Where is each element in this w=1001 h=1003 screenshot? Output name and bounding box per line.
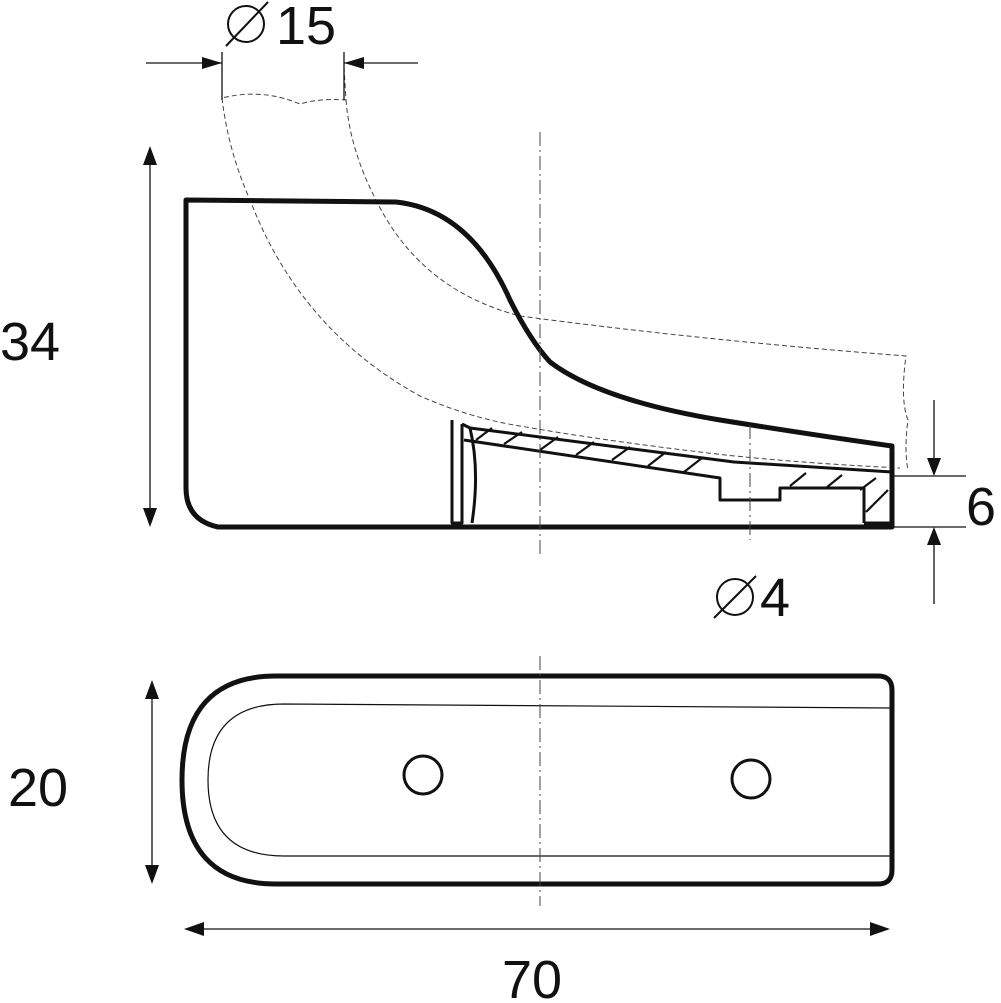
dim-width-label: 20 [8, 758, 68, 818]
top-outline [179, 673, 895, 887]
mounting-hole-left [402, 754, 444, 796]
cavity-section [450, 420, 893, 525]
dim-tube-diameter: 15 [146, 0, 418, 100]
body-outline [183, 197, 895, 530]
mounting-hole-right [730, 758, 772, 800]
section-hatching [475, 427, 889, 513]
dim-base-thickness: 6 [894, 400, 996, 604]
dim-length: 70 [184, 922, 890, 1003]
dim-tube-diameter-label: 15 [276, 0, 336, 56]
dim-base-thickness-label: 6 [966, 477, 996, 537]
dim-height-label: 34 [0, 312, 60, 372]
tube-hidden-outline [221, 67, 909, 471]
diameter-icon [225, 1, 269, 47]
dim-height: 34 [0, 146, 157, 527]
dim-hole-diameter-label: 4 [760, 568, 790, 628]
dim-hole-diameter: 4 [713, 568, 790, 628]
top-inner-outline [207, 703, 891, 857]
diameter-icon [713, 575, 757, 619]
top-view: 20 70 [8, 656, 895, 1003]
side-view: 15 34 6 4 [0, 0, 996, 628]
dim-length-label: 70 [502, 950, 562, 1003]
dim-width: 20 [8, 680, 159, 884]
